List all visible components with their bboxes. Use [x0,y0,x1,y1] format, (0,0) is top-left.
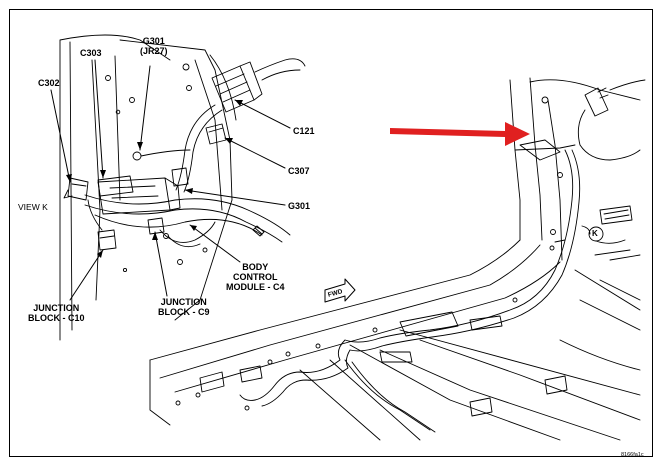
leader-arrowheads [66,100,243,258]
leader-lines [50,59,291,301]
red-pointer-arrow [390,122,530,146]
fwd-arrow-icon [324,278,356,303]
label-junction-block-c9: JUNCTION BLOCK - C9 [158,297,210,317]
diagram-frame [9,9,653,457]
label-c302: C302 [38,78,60,88]
label-g301-jr27: G301 (JR27) [140,36,168,56]
label-c121: C121 [293,126,315,136]
label-body-control-module: BODY CONTROL MODULE - C4 [226,262,285,292]
label-c303: C303 [80,48,102,58]
label-g301: G301 [288,201,311,211]
label-view-k: VIEW K [18,202,48,212]
vehicle-body-drawing [149,77,646,441]
label-junction-block-c10: JUNCTION BLOCK - C10 [28,303,85,323]
label-c307: C307 [288,166,310,176]
left-inset-drawing [59,34,306,341]
figure-code: 8166fa1c [621,452,644,458]
label-k-callout: K [592,229,598,238]
